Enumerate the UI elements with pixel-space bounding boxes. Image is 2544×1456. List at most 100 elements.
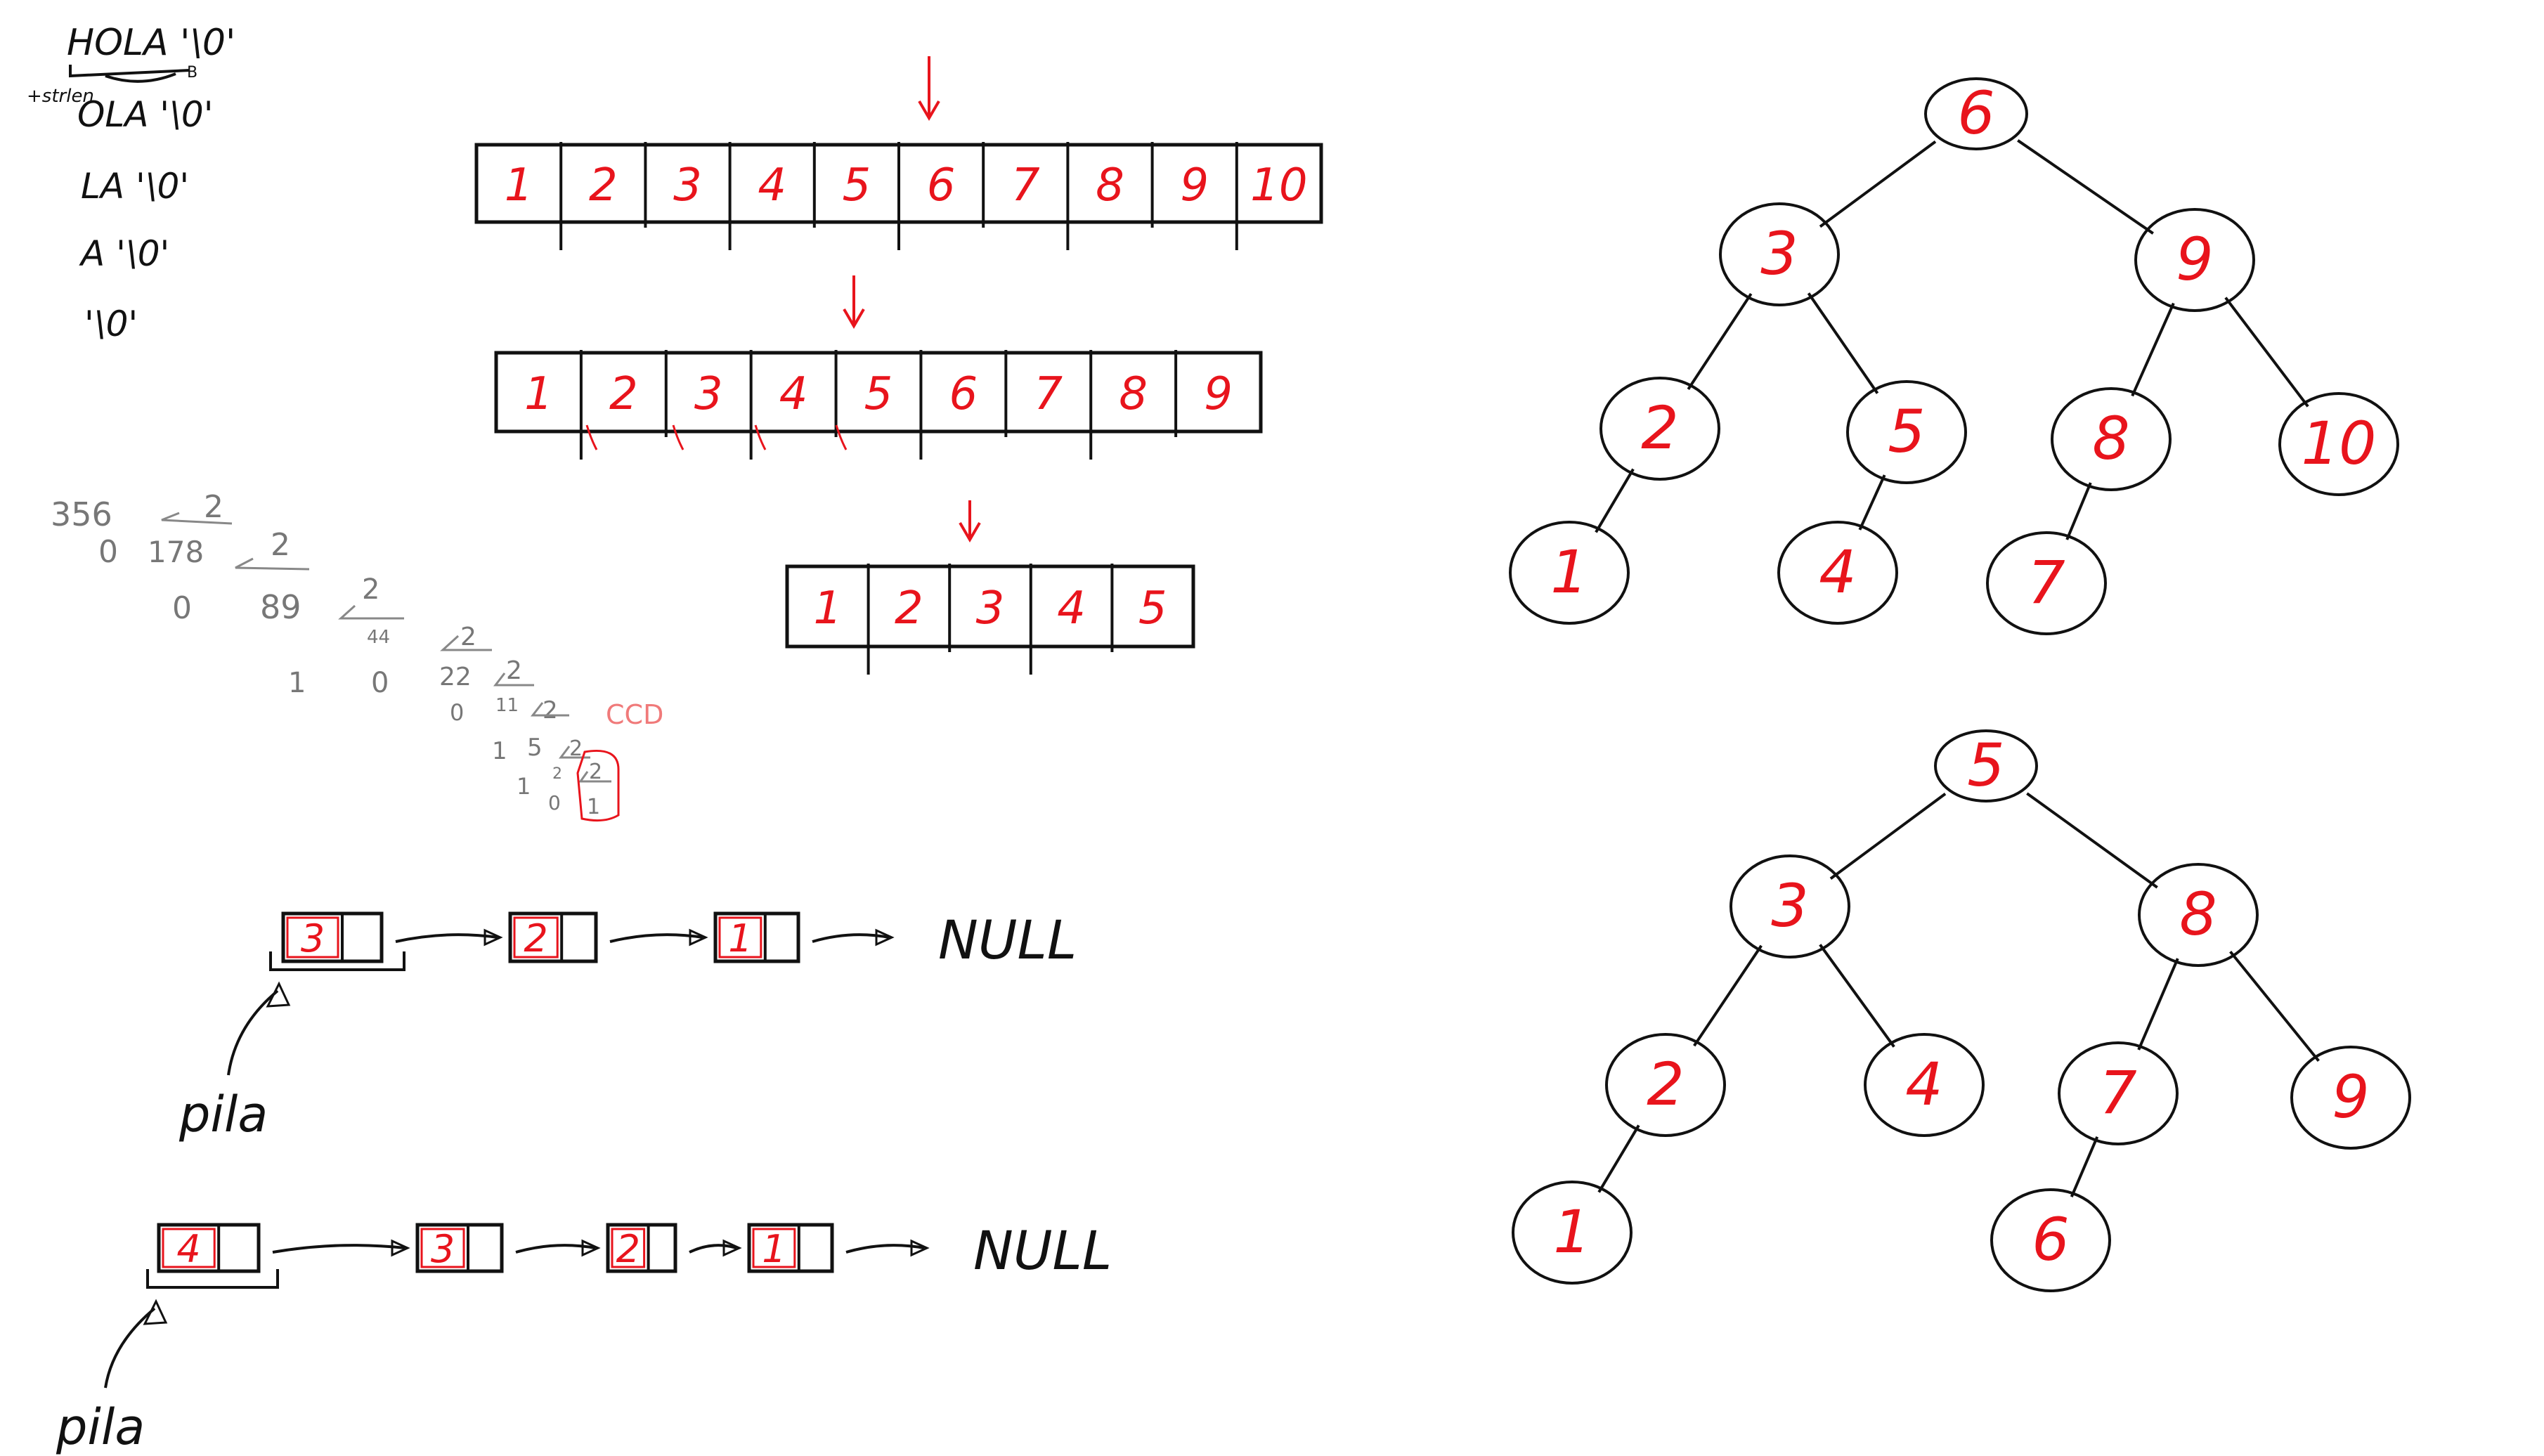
tree-edge (1693, 944, 1763, 1047)
list-node-value-box (420, 1228, 465, 1268)
tree-node (2134, 208, 2255, 312)
tree-edge (1595, 468, 1635, 533)
divisor: 2 (506, 656, 522, 685)
dividend: 22 (439, 663, 472, 691)
list-node-value: 1 (728, 916, 752, 961)
pila-label: pila (179, 1086, 268, 1143)
next-pointer-arrow-head (484, 928, 503, 947)
next-pointer-arrow (395, 933, 498, 943)
array-cell-value: 5 (843, 160, 871, 212)
array-cell-value: 3 (673, 160, 702, 212)
pila-pointer-arrow-head (143, 1299, 168, 1325)
list-node (415, 1223, 504, 1273)
tree-node (1729, 854, 1850, 958)
tree-node (1777, 521, 1898, 625)
tree-node-value: 4 (1905, 1050, 1942, 1119)
tree-edge (2131, 302, 2175, 397)
top-bracket (146, 1269, 279, 1289)
tree-node-value: 6 (2032, 1205, 2069, 1274)
null-label: NULL (973, 1219, 1112, 1282)
remainder: 0 (98, 534, 118, 570)
list-node-value-box (611, 1228, 646, 1268)
array-cell-value: 5 (864, 368, 893, 420)
array-cell-value: 4 (779, 368, 808, 420)
tree-node (1864, 1033, 1985, 1137)
divisor: 2 (204, 489, 223, 525)
tree-node-value: 3 (1771, 871, 1808, 940)
remainder: 0 (371, 667, 389, 699)
tree-node (1512, 1181, 1633, 1285)
divisor: 2 (569, 736, 583, 761)
tree-node (1605, 1033, 1726, 1137)
remainder: 1 (492, 737, 507, 765)
dividend: 356 (51, 495, 112, 533)
remainder: 0 (450, 699, 464, 726)
array-cell-value: 1 (524, 368, 553, 420)
tree-node-value: 9 (2176, 225, 2213, 294)
array-frame (785, 564, 1195, 649)
pointer-arrow-head (959, 521, 981, 542)
array-cell-value: 8 (1119, 368, 1148, 420)
array-cell-value: 4 (1057, 583, 1086, 635)
list-node (281, 911, 384, 963)
tree-edge (2017, 139, 2154, 235)
tree-node (1509, 521, 1630, 625)
list-node-value: 2 (524, 916, 547, 961)
dividend: 44 (367, 627, 390, 648)
tree-node-value: 7 (2027, 548, 2065, 617)
tree-node (1846, 380, 1967, 484)
list-node (747, 1223, 834, 1273)
tree-node (1934, 729, 2038, 802)
divisor: 2 (589, 760, 602, 784)
list-node (508, 911, 598, 963)
tree-edge (2229, 950, 2320, 1062)
next-pointer-arrow (515, 1244, 596, 1254)
list-node-value-box (513, 916, 559, 958)
dividend: 5 (527, 734, 543, 762)
tree-node-value: 4 (1819, 538, 1856, 606)
divisor: 2 (271, 527, 290, 563)
tree-node-value: 6 (1957, 79, 1994, 148)
next-pointer-arrow-head (722, 1239, 742, 1257)
remainder: 0 (548, 791, 561, 814)
list-node-value-box (718, 916, 762, 958)
string-note-line: A '\0' (79, 233, 169, 274)
list-node-value: 4 (176, 1227, 200, 1271)
next-pointer-arrow (845, 1244, 925, 1254)
array-tick-mark (585, 424, 598, 450)
null-label: NULL (938, 909, 1077, 971)
tree-node (2290, 1046, 2411, 1150)
array-cell-value: 1 (813, 583, 842, 635)
tree-node-value: 10 (2302, 409, 2377, 478)
divisor: 2 (362, 573, 379, 606)
tree-edge (1807, 292, 1879, 394)
pila-label: pila (56, 1398, 145, 1456)
array-cell-value: 7 (1034, 368, 1063, 420)
pila-pointer-arrow-head (266, 981, 291, 1008)
strlen-bracket (69, 65, 190, 83)
remainder: 1 (288, 667, 306, 699)
list-node (606, 1223, 677, 1273)
array-cell-value: 3 (976, 583, 1005, 635)
tree-node-value: 1 (1553, 1197, 1590, 1266)
last-quotient: 1 (587, 795, 600, 819)
tree-node-value: 7 (2099, 1058, 2136, 1127)
pila-pointer-arrow (227, 989, 279, 1076)
array-tick-mark (672, 424, 684, 450)
tree-node-value: 1 (1550, 538, 1588, 606)
pointer-arrow-head (843, 308, 865, 329)
tree-node (2278, 392, 2399, 496)
string-note-line: HOLA '\0' (67, 22, 235, 64)
list-node-value: 3 (301, 916, 325, 961)
sub-mark: B (187, 64, 197, 82)
tree-node-value: 3 (1760, 219, 1798, 288)
list-node-value: 1 (762, 1227, 786, 1271)
tree-edge (1819, 140, 1937, 228)
array-tick-mark (754, 424, 767, 450)
